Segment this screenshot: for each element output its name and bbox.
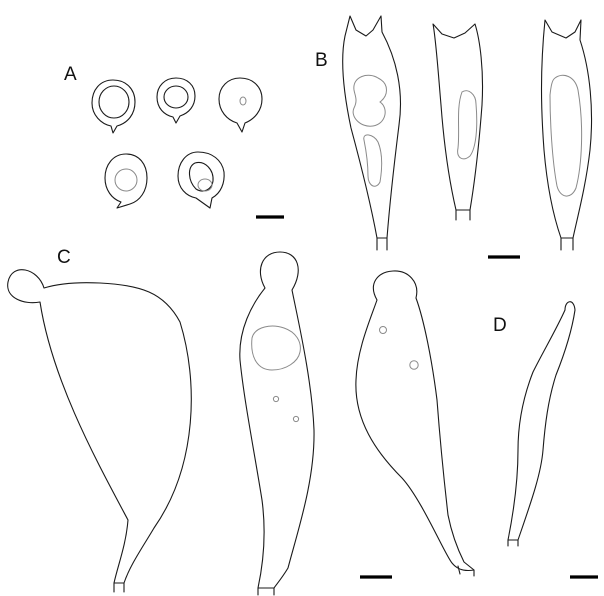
panel-b-label: B <box>315 50 328 71</box>
cystidium-2 <box>240 252 314 595</box>
panel-d-cystidium: D <box>493 302 598 577</box>
spore-2 <box>157 78 195 123</box>
panel-d-label: D <box>493 315 507 336</box>
spore-5 <box>178 152 224 208</box>
panel-c-label: C <box>57 247 71 268</box>
panel-b-basidia: B <box>315 16 592 257</box>
cystidium-1 <box>8 270 192 592</box>
basidium-1 <box>343 16 401 250</box>
panel-a-label: A <box>64 64 77 85</box>
panel-c-cystidia: C <box>8 247 474 595</box>
spore-3 <box>219 78 262 132</box>
basidium-2 <box>433 24 483 220</box>
spore-1 <box>92 80 135 133</box>
spore-4 <box>105 154 147 208</box>
panel-a-spores: A <box>64 64 284 217</box>
cystidium-4 <box>508 302 575 546</box>
cystidium-3 <box>356 271 474 576</box>
basidium-3 <box>542 20 592 250</box>
